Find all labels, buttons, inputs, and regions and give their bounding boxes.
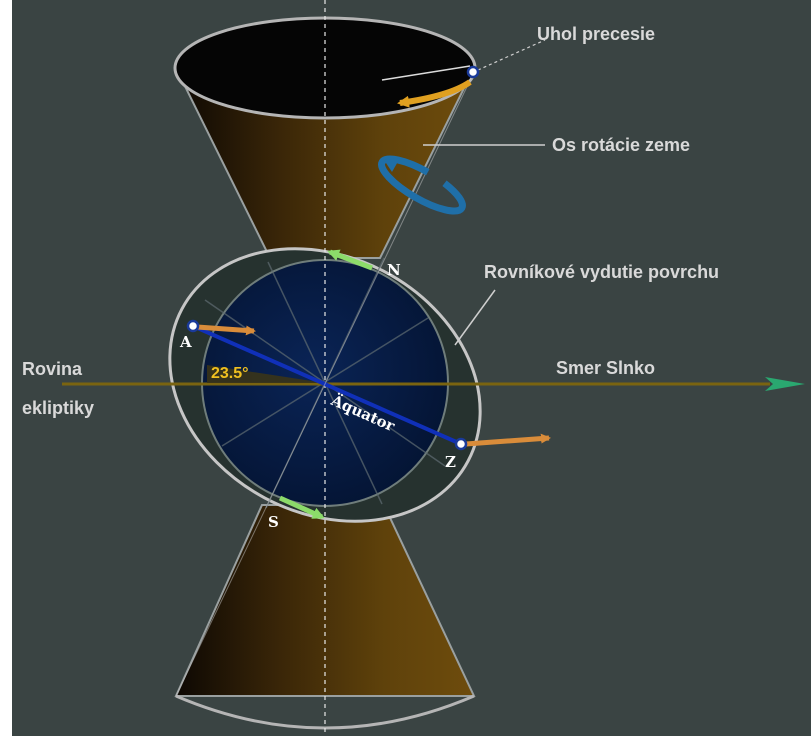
tilt-angle-wedge <box>207 365 325 383</box>
point-z-label: Z <box>445 453 456 471</box>
point-a-marker <box>186 319 200 333</box>
earth-rotation-axis-line <box>175 71 475 697</box>
bulge-label-pointer <box>454 289 496 346</box>
precession-axis-point <box>466 65 480 79</box>
precession-angle-label: Uhol precesie <box>537 24 655 44</box>
circular-rotation-arrow-icon <box>378 155 466 215</box>
north-pole-arrow <box>327 249 373 271</box>
south-pole-label: S <box>268 513 279 531</box>
north-pole-label: N <box>387 261 401 279</box>
equator-line <box>192 324 462 446</box>
equatorial-bulge-label: Rovníkové vydutie povrchu <box>484 262 719 282</box>
precession-direction-arrow <box>397 79 472 108</box>
precession-inner-pointer <box>381 65 471 81</box>
torque-arrow-z <box>465 433 551 447</box>
point-a-label: A <box>179 333 192 351</box>
south-pole-arrow <box>278 495 325 520</box>
point-z-marker <box>454 437 468 451</box>
tilt-angle-label: 23.5° <box>211 365 249 382</box>
ecliptic-plane-label-line2: ekliptiky <box>22 398 94 418</box>
ecliptic-plane-label-line1: Rovina <box>22 359 83 379</box>
rotation-axis-label: Os rotácie zeme <box>552 135 690 155</box>
sun-direction-arrowhead-icon <box>765 377 805 391</box>
precession-label-pointer <box>477 39 546 71</box>
torque-arrow-a <box>196 324 256 336</box>
sun-direction-label: Smer Slnko <box>556 358 655 378</box>
